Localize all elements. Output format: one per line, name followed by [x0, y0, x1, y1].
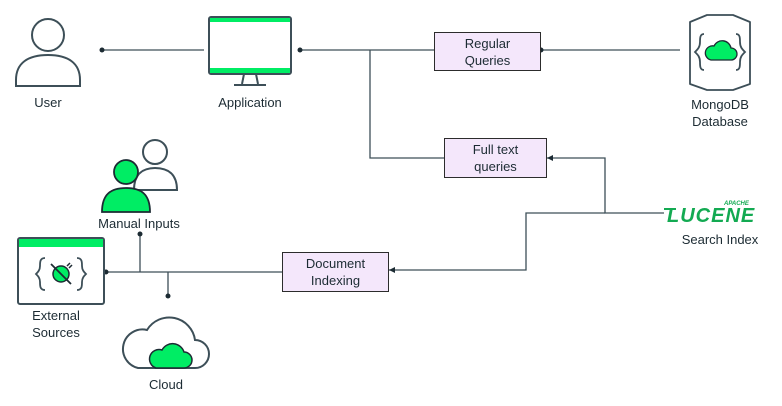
cloud-label: Cloud	[149, 377, 183, 392]
regular-queries-box: Regular Queries	[434, 32, 541, 71]
lucene-logo-small-text: APACHE	[723, 201, 750, 207]
connector-arrows	[389, 155, 553, 273]
application-label: Application	[218, 95, 282, 110]
document-indexing-arrow	[389, 267, 395, 273]
user-label: User	[34, 95, 62, 110]
full-text-arrow	[547, 155, 553, 161]
mongodb-label-line2: Database	[692, 114, 748, 129]
full-text-queries-line1: Full text	[472, 142, 519, 157]
manual-inputs-label: Manual Inputs	[98, 216, 180, 231]
database-cloud-icon	[689, 14, 751, 91]
mongodb-label: MongoDB Database	[680, 96, 760, 130]
cloud-icon	[121, 316, 210, 369]
app-full-text-connector	[369, 50, 444, 159]
external-sources-label-line1: External	[32, 308, 80, 323]
full-text-queries-line2: queries	[474, 159, 517, 174]
app-connector-dot	[297, 47, 303, 53]
search-index-label: Search Index	[681, 232, 759, 247]
lucene-logo: APACHE LUCENE	[664, 201, 755, 227]
user-icon	[15, 18, 81, 87]
plugin-window-icon	[17, 237, 105, 305]
monitor-icon	[208, 16, 292, 86]
manual-inputs-connector-dot	[137, 231, 143, 237]
lucene-logo-text: LUCENE	[667, 205, 755, 227]
users-icon	[101, 139, 179, 213]
external-sources-label: External Sources	[16, 307, 96, 341]
user-connector-dot	[99, 47, 105, 53]
document-indexing-line2: Indexing	[310, 273, 361, 288]
full-text-lucene-connector	[547, 157, 664, 214]
mongodb-label-line1: MongoDB	[691, 97, 749, 112]
external-sources-label-line2: Sources	[32, 325, 80, 340]
regular-queries-line2: Queries	[464, 52, 511, 68]
regular-queries-line1: Regular	[464, 35, 511, 51]
document-indexing-box: Document Indexing	[282, 252, 389, 292]
document-indexing-line1: Document	[305, 256, 366, 271]
full-text-queries-box: Full text queries	[444, 138, 547, 178]
connectors	[102, 49, 680, 296]
cloud-connector-dot	[165, 293, 171, 299]
lucene-document-indexing-connector	[389, 212, 605, 271]
